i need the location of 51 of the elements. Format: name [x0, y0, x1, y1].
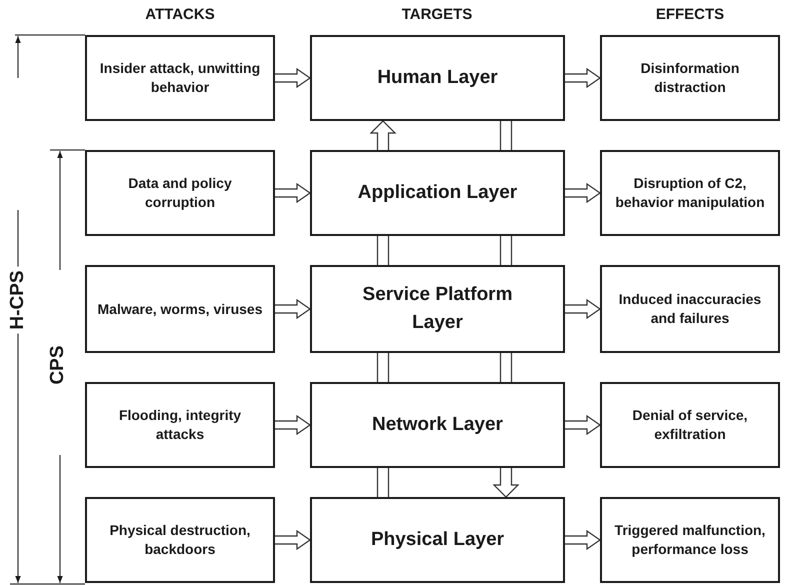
box-text: Network Layer [372, 413, 503, 438]
column-header: ATTACKS [145, 6, 215, 23]
box-text: Induced inaccuracies and failures [618, 290, 762, 328]
hollow-arrow [564, 530, 602, 550]
double-line-connector [376, 352, 390, 383]
effect-box [600, 265, 780, 353]
column-header: EFFECTS [656, 6, 724, 23]
box-text: Insider attack, unwitting behavior [98, 59, 262, 97]
effect-box [600, 497, 780, 583]
effect-box [600, 150, 780, 236]
box-text: Application Layer [358, 181, 518, 206]
box-text: Malware, worms, viruses [98, 300, 262, 318]
box-text: Service Platform Layer [362, 283, 514, 335]
hollow-arrow [564, 68, 602, 88]
hollow-arrow [274, 298, 312, 320]
attack-box [85, 497, 275, 583]
box-text: Physical Layer [370, 528, 504, 552]
box-text: Flooding, integrity attacks [118, 406, 242, 444]
box-text: Disinformation distraction [640, 59, 740, 97]
box-text: Human Layer [377, 66, 498, 90]
hollow-arrow [564, 414, 602, 436]
hollow-arrow [564, 298, 602, 320]
target-layer-box [310, 382, 565, 468]
attack-box [85, 265, 275, 353]
target-layer-box [310, 150, 565, 236]
target-layer-box [310, 265, 565, 353]
target-layer-box [310, 35, 565, 121]
hollow-arrow [274, 414, 312, 436]
hollow-arrow [274, 182, 312, 204]
box-text: Triggered malfunction, performance loss [614, 521, 766, 559]
hollow-arrow [564, 182, 602, 204]
box-text: Physical destruction, backdoors [108, 521, 252, 559]
effect-box [600, 382, 780, 468]
attack-box [85, 35, 275, 121]
hollow-arrow [274, 68, 312, 88]
target-layer-box [310, 497, 565, 583]
column-header: TARGETS [402, 6, 472, 23]
box-text: Data and policy corruption [127, 174, 233, 212]
hollow-arrow [370, 120, 396, 151]
double-line-connector [500, 352, 512, 383]
box-text: Disruption of C2, behavior manipulation [614, 174, 766, 212]
hollow-arrow [274, 530, 312, 550]
double-line-connector [376, 467, 390, 498]
double-line-connector [500, 120, 512, 151]
hollow-arrow [492, 467, 520, 498]
box-text: Denial of service, exfiltration [631, 406, 749, 444]
effect-box [600, 35, 780, 121]
attack-box [85, 382, 275, 468]
attack-box [85, 150, 275, 236]
double-line-connector [500, 235, 512, 266]
double-line-connector [376, 235, 390, 266]
